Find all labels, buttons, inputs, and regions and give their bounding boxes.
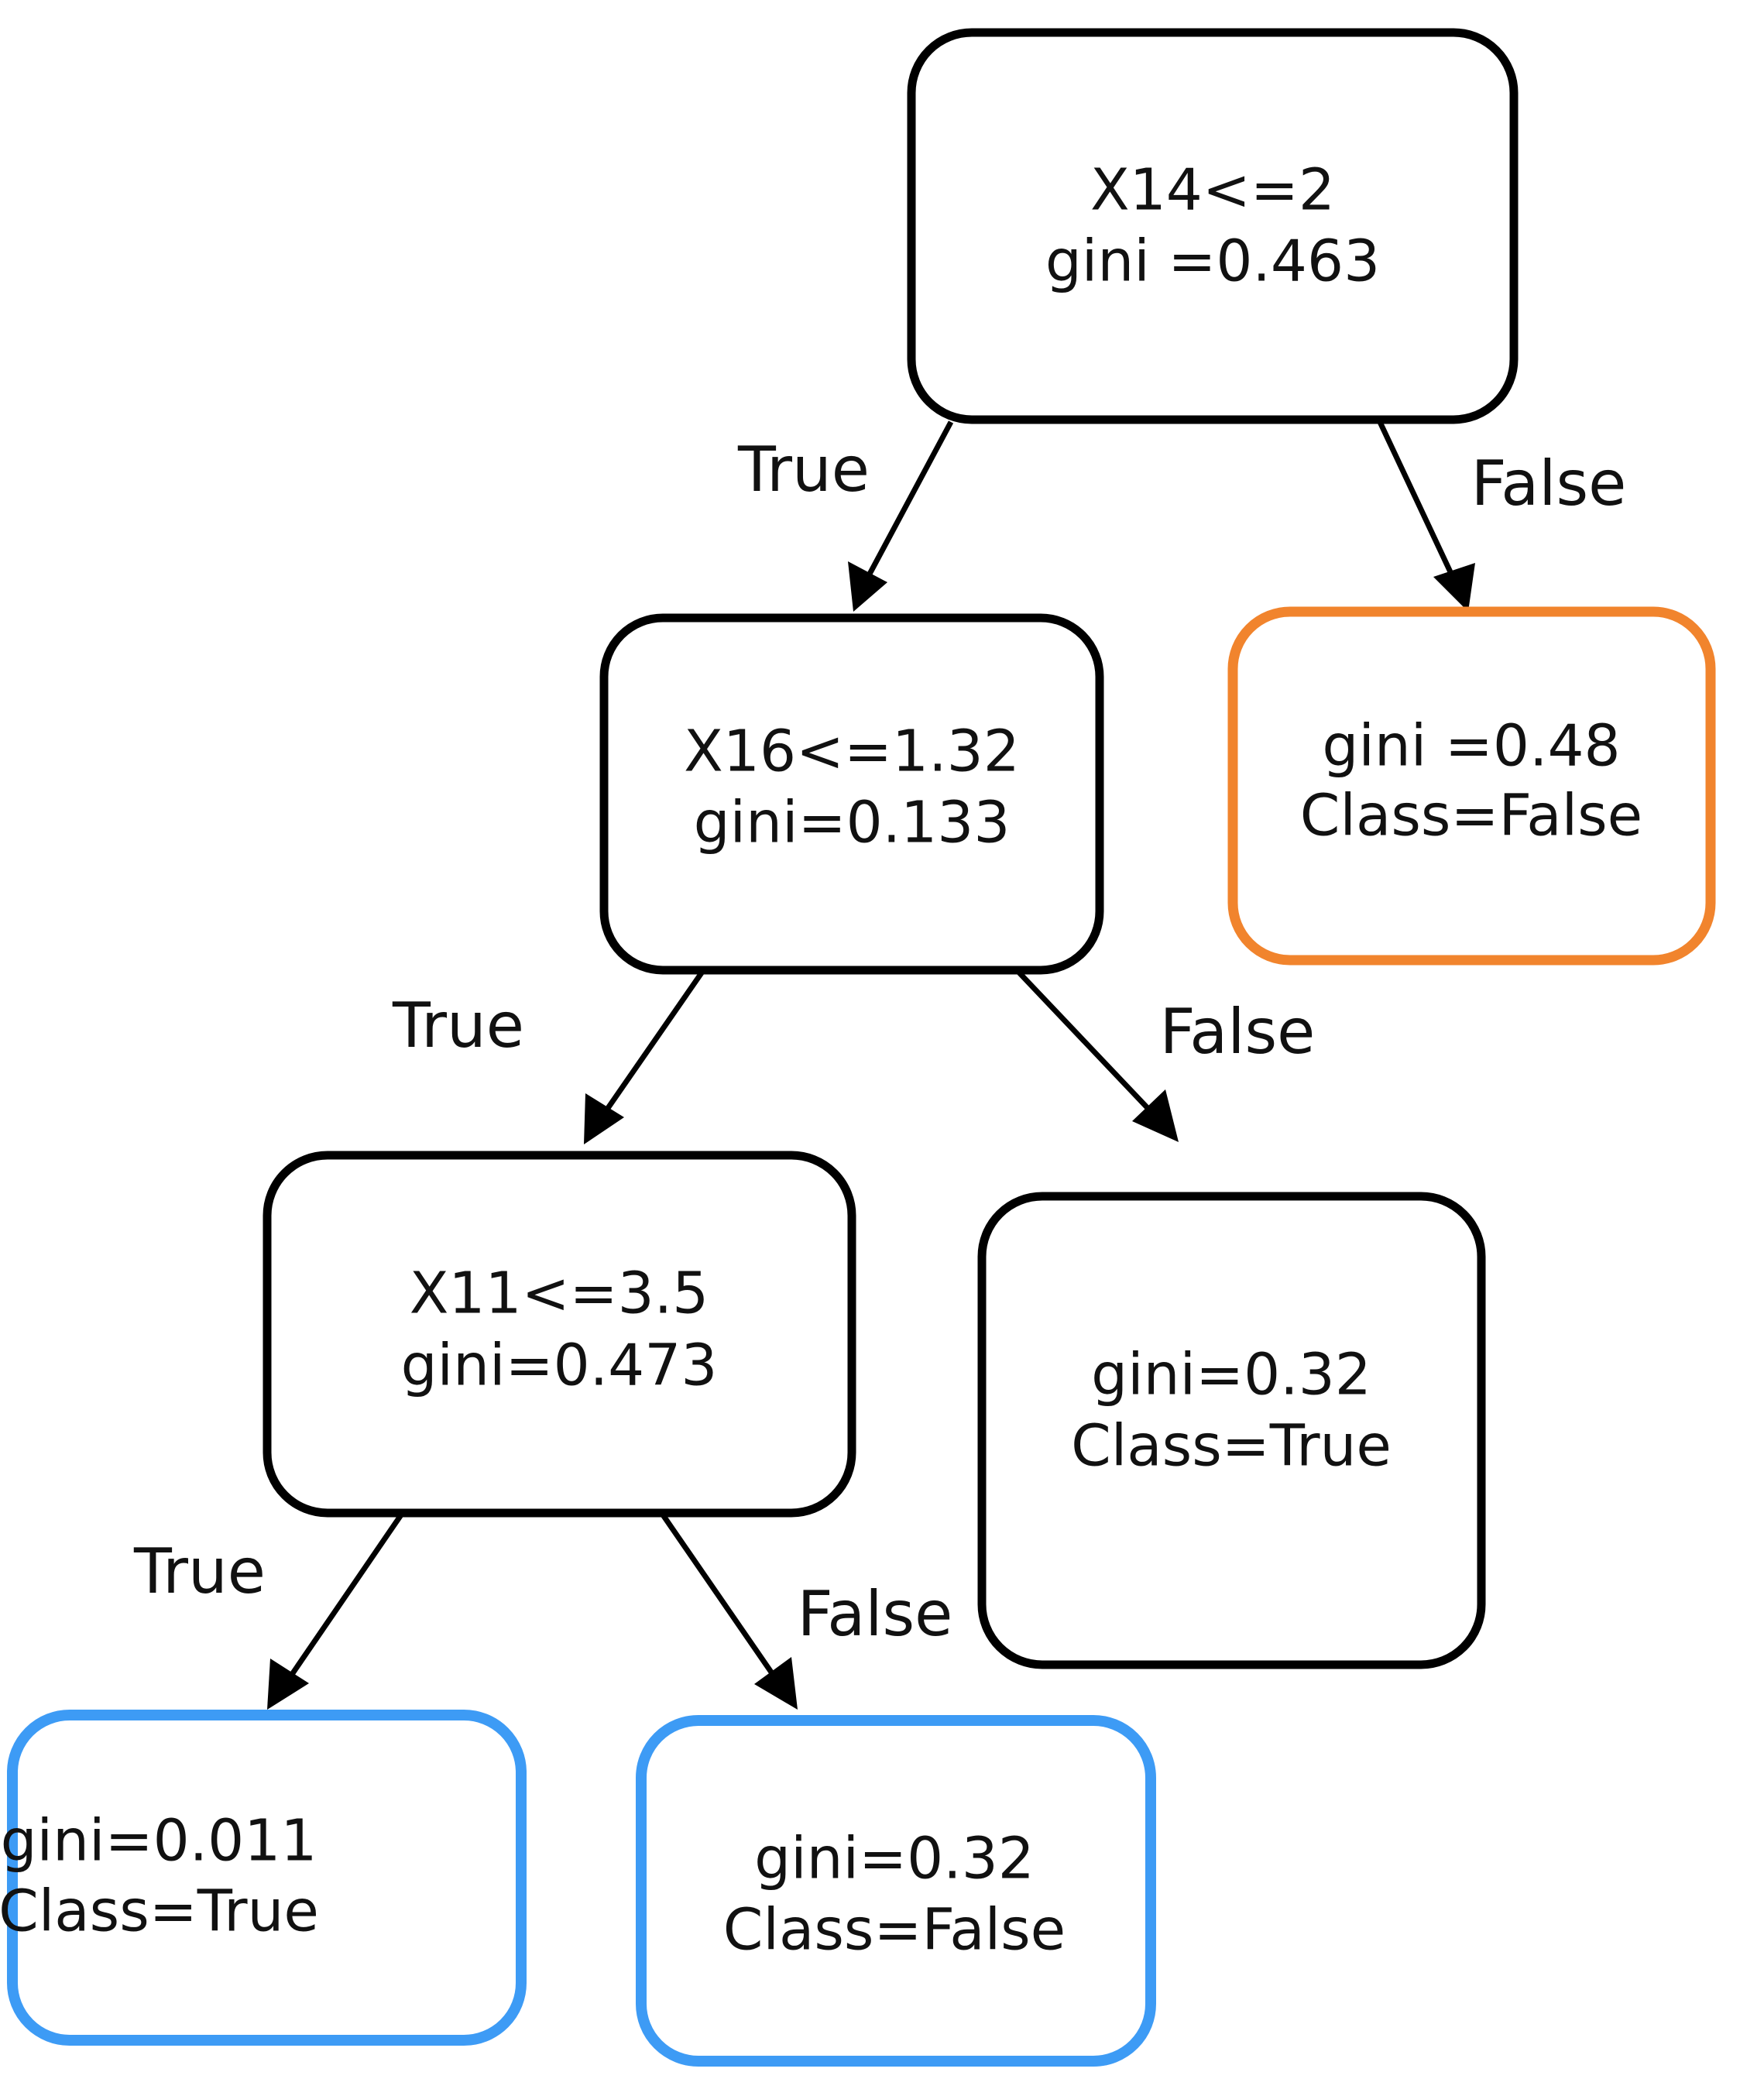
node-leaf-true-mid-box[interactable] bbox=[977, 1192, 1486, 1669]
node-x16[interactable]: X16<=1.32 gini=0.133 bbox=[599, 613, 1104, 975]
edge-x11-true: True bbox=[133, 1512, 404, 1710]
arrow-head-icon bbox=[848, 561, 887, 612]
node-leaf-blue-left-box[interactable] bbox=[7, 1710, 527, 2046]
node-leaf-blue-right-line1: gini=0.32 bbox=[754, 1826, 1035, 1892]
node-leaf-orange[interactable]: gini =0.48 Class=False bbox=[1227, 606, 1716, 966]
edge-line bbox=[859, 420, 954, 590]
arrow-head-icon bbox=[584, 1093, 624, 1144]
node-leaf-blue-left[interactable]: gini=0.011 Class=True bbox=[0, 1710, 527, 2046]
edge-label-x16-true: True bbox=[392, 990, 524, 1062]
edge-line bbox=[1377, 420, 1461, 590]
node-x11[interactable]: X11<=3.5 gini=0.473 bbox=[263, 1151, 856, 1518]
node-leaf-blue-right[interactable]: gini=0.32 Class=False bbox=[636, 1715, 1156, 2067]
edge-label-root-true: True bbox=[737, 434, 870, 506]
node-x11-box[interactable] bbox=[263, 1151, 856, 1518]
node-x16-line2: gini=0.133 bbox=[694, 790, 1011, 856]
edge-line bbox=[280, 1512, 404, 1689]
edge-root-false: False bbox=[1377, 420, 1627, 612]
node-leaf-orange-box[interactable] bbox=[1227, 606, 1716, 966]
edge-x16-false: False bbox=[1016, 969, 1316, 1142]
node-x16-line1: X16<=1.32 bbox=[684, 719, 1020, 785]
edge-label-root-false: False bbox=[1471, 448, 1627, 520]
node-x11-line1: X11<=3.5 bbox=[410, 1261, 709, 1327]
node-root-line1: X14<=2 bbox=[1090, 157, 1335, 224]
node-root-box[interactable] bbox=[907, 28, 1519, 424]
node-leaf-blue-right-box[interactable] bbox=[636, 1715, 1156, 2067]
node-leaf-orange-line2: Class=False bbox=[1300, 783, 1642, 849]
edge-label-x11-true: True bbox=[133, 1535, 266, 1607]
edge-label-x16-false: False bbox=[1160, 996, 1316, 1068]
node-leaf-orange-line1: gini =0.48 bbox=[1322, 713, 1620, 780]
edge-line bbox=[660, 1512, 784, 1689]
arrow-head-icon bbox=[1433, 563, 1475, 612]
node-leaf-true-mid-line2: Class=True bbox=[1071, 1413, 1392, 1480]
node-leaf-true-mid[interactable]: gini=0.32 Class=True bbox=[977, 1192, 1486, 1669]
node-x11-line2: gini=0.473 bbox=[401, 1333, 718, 1399]
edge-x11-false: False bbox=[660, 1512, 953, 1710]
edge-root-true: True bbox=[737, 420, 954, 612]
node-leaf-blue-left-line2: Class=True bbox=[0, 1878, 319, 1945]
edge-x16-true: True bbox=[392, 970, 705, 1144]
arrow-head-icon bbox=[267, 1659, 309, 1710]
node-leaf-blue-right-line2: Class=False bbox=[723, 1897, 1066, 1964]
node-root-line2: gini =0.463 bbox=[1045, 228, 1380, 295]
edge-label-x11-false: False bbox=[798, 1578, 953, 1650]
node-root[interactable]: X14<=2 gini =0.463 bbox=[907, 28, 1519, 424]
node-x16-box[interactable] bbox=[599, 613, 1104, 975]
node-leaf-blue-left-line1: gini=0.011 bbox=[1, 1808, 317, 1875]
arrow-head-icon bbox=[1132, 1089, 1179, 1142]
arrow-head-icon bbox=[754, 1657, 798, 1710]
edge-line bbox=[1016, 969, 1164, 1125]
node-leaf-true-mid-line1: gini=0.32 bbox=[1091, 1342, 1371, 1408]
edge-line bbox=[595, 970, 705, 1124]
